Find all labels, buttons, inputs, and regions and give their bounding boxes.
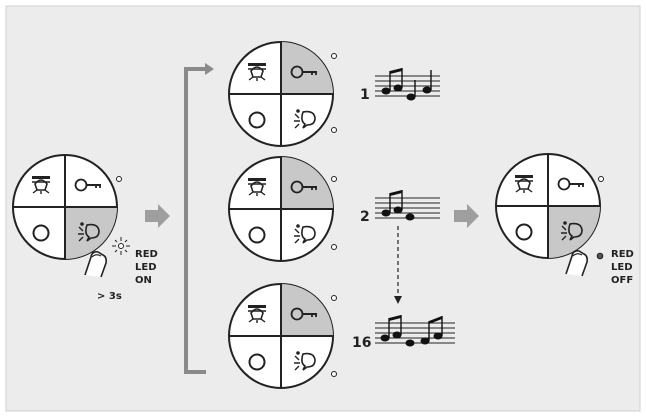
- tone-keypad-1: [228, 41, 337, 147]
- key-quadrant-highlight: [281, 42, 333, 94]
- call-quadrant-highlight: [548, 206, 600, 258]
- red-led-label-3: ON: [135, 275, 152, 286]
- music-notes-icon: [375, 68, 440, 101]
- tone-keypad-2: [228, 156, 337, 262]
- music-notes-icon: [375, 315, 455, 347]
- led-indicator-icon: [331, 127, 337, 133]
- led-indicator-icon: [331, 176, 337, 182]
- led-indicator-icon: [331, 371, 337, 377]
- red-led-off-label-1: RED: [611, 249, 634, 260]
- red-led-off-label-2: LED: [611, 262, 633, 273]
- led-indicator-icon: [331, 295, 337, 301]
- red-led-off-label-3: OFF: [611, 275, 633, 286]
- bracket-arrow-head: [205, 63, 214, 75]
- bracket-line: [184, 67, 206, 374]
- led-indicator-icon: [598, 176, 604, 182]
- call-quadrant-highlight: [65, 207, 117, 259]
- tone-number-2: 2: [360, 209, 370, 225]
- red-led-label-1: RED: [135, 249, 158, 260]
- key-quadrant-highlight: [281, 157, 333, 209]
- flow-arrow-left: [145, 204, 170, 228]
- tone-keypad-16: [228, 283, 337, 389]
- tone-number-1: 1: [360, 87, 370, 103]
- dashed-arrow-head: [394, 296, 402, 304]
- right-keypad: [495, 153, 604, 277]
- tone-number-16: 16: [352, 335, 371, 351]
- led-glow-icon: [112, 237, 130, 255]
- red-led-label-2: LED: [135, 262, 157, 273]
- flow-arrow-right: [454, 204, 479, 228]
- led-indicator-icon: [331, 244, 337, 250]
- left-keypad: [12, 154, 122, 278]
- led-off-icon: [596, 252, 604, 260]
- led-indicator-icon: [331, 53, 337, 59]
- hold-duration-label: > 3s: [97, 291, 122, 302]
- music-notes-icon: [375, 190, 440, 221]
- led-indicator-icon: [116, 176, 122, 182]
- key-quadrant-highlight: [281, 284, 333, 336]
